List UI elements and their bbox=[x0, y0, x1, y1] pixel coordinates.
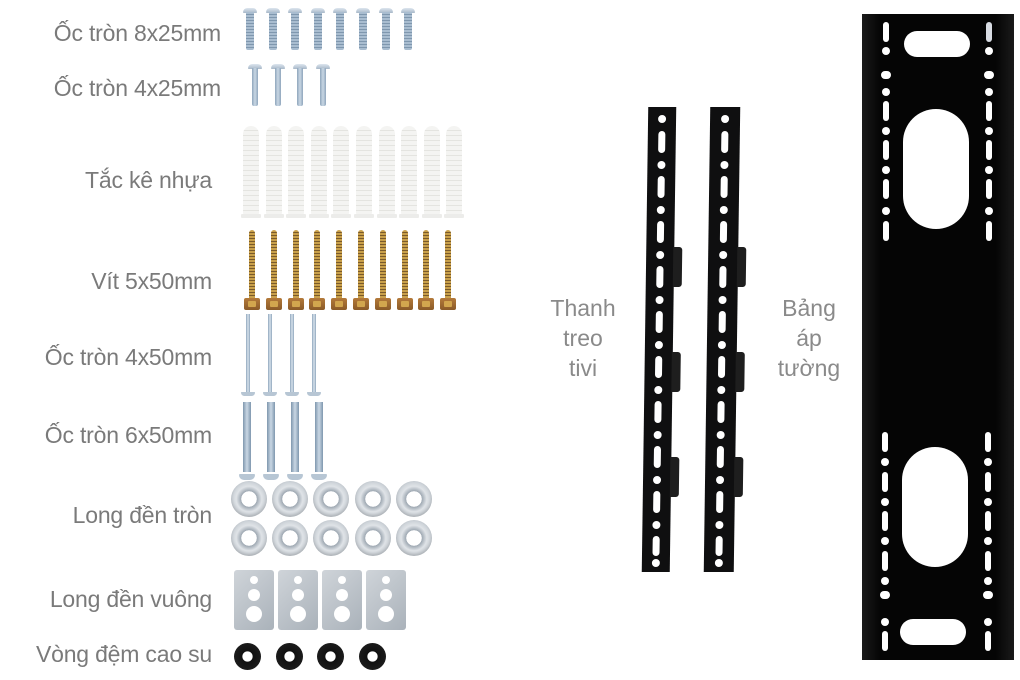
bolt-icon bbox=[241, 314, 255, 396]
wood-screws-group bbox=[244, 230, 462, 310]
label-round-washer: Long đền tròn bbox=[72, 502, 213, 528]
slot-hole bbox=[904, 31, 970, 57]
round-washers-row-2 bbox=[231, 520, 437, 556]
anchor-icon bbox=[399, 126, 420, 218]
square-washer-icon bbox=[234, 570, 274, 630]
rubber-ring-icon bbox=[234, 643, 261, 670]
washer-icon bbox=[231, 520, 267, 556]
rail-tab bbox=[735, 352, 745, 392]
square-washer-icon bbox=[278, 570, 318, 630]
label-screw-6x50: Ốc tròn 6x50mm bbox=[44, 422, 212, 448]
wood-screw-icon bbox=[418, 230, 435, 310]
bolt-icon bbox=[287, 402, 303, 480]
tv-rail-right bbox=[703, 107, 747, 572]
washer-icon bbox=[272, 520, 309, 556]
wood-screw-icon bbox=[352, 230, 369, 310]
washer-icon bbox=[313, 520, 350, 556]
wood-screw-icon bbox=[265, 230, 282, 310]
rail-tab bbox=[733, 457, 744, 497]
bolt-icon bbox=[263, 402, 279, 480]
washer-icon bbox=[313, 481, 350, 517]
bolt-icon bbox=[307, 314, 321, 396]
label-tv-rail: Thanh treo tivi bbox=[550, 295, 616, 381]
bolt-icon bbox=[285, 314, 299, 396]
wood-screw-icon bbox=[287, 230, 304, 310]
screws-4x50-group bbox=[241, 314, 329, 396]
wood-screw-icon bbox=[309, 230, 326, 310]
anchor-icon bbox=[308, 126, 329, 218]
tv-rail-left bbox=[641, 107, 683, 572]
wall-plate bbox=[862, 14, 1014, 660]
rubber-rings-group bbox=[234, 643, 400, 670]
bolt-icon bbox=[311, 402, 327, 480]
label-wood-screw-5x50: Vít 5x50mm bbox=[91, 268, 212, 294]
anchor-icon bbox=[353, 126, 374, 218]
label-screw-8x25: Ốc tròn 8x25mm bbox=[53, 20, 221, 46]
rail-tab bbox=[669, 457, 680, 497]
bolt-icon bbox=[263, 314, 277, 396]
label-square-washer: Long đền vuông bbox=[49, 586, 212, 612]
anchor-icon bbox=[331, 126, 352, 218]
slot-hole bbox=[900, 619, 966, 645]
washer-icon bbox=[354, 481, 391, 517]
rubber-ring-icon bbox=[317, 643, 344, 670]
wood-screw-icon bbox=[374, 230, 391, 310]
round-washers-row-1 bbox=[231, 481, 437, 517]
screws-6x50-group bbox=[239, 402, 334, 480]
washer-icon bbox=[354, 520, 391, 556]
oval-hole bbox=[903, 109, 969, 229]
plastic-anchors-group bbox=[241, 126, 468, 218]
label-screw-4x50: Ốc tròn 4x50mm bbox=[44, 344, 212, 370]
anchor-icon bbox=[241, 126, 261, 218]
washer-icon bbox=[395, 481, 432, 517]
rubber-ring-icon bbox=[275, 643, 303, 670]
washer-icon bbox=[231, 481, 267, 517]
anchor-icon bbox=[376, 126, 397, 218]
rubber-ring-icon bbox=[358, 643, 386, 670]
anchor-icon bbox=[421, 126, 442, 218]
label-screw-4x25: Ốc tròn 4x25mm bbox=[53, 75, 221, 101]
oval-hole bbox=[902, 447, 968, 567]
washer-icon bbox=[272, 481, 309, 517]
anchor-icon bbox=[286, 126, 307, 218]
rail-tab bbox=[736, 247, 747, 287]
square-washer-icon bbox=[366, 570, 406, 630]
label-plastic-anchor: Tắc kê nhựa bbox=[85, 167, 212, 193]
label-wall-plate: Bảng áp tường bbox=[777, 295, 841, 381]
bolt-icon bbox=[239, 402, 255, 480]
wood-screw-icon bbox=[331, 230, 348, 310]
square-washer-icon bbox=[322, 570, 362, 630]
anchor-icon bbox=[263, 126, 284, 218]
wood-screw-icon bbox=[396, 230, 413, 310]
washer-icon bbox=[395, 520, 432, 556]
rail-tab bbox=[671, 352, 681, 392]
anchor-icon bbox=[444, 126, 465, 218]
square-washers-group bbox=[234, 570, 410, 630]
wood-screw-icon bbox=[440, 230, 457, 310]
rail-tab bbox=[672, 247, 683, 287]
label-rubber-ring: Vòng đệm cao su bbox=[35, 641, 212, 667]
wood-screw-icon bbox=[244, 230, 260, 310]
